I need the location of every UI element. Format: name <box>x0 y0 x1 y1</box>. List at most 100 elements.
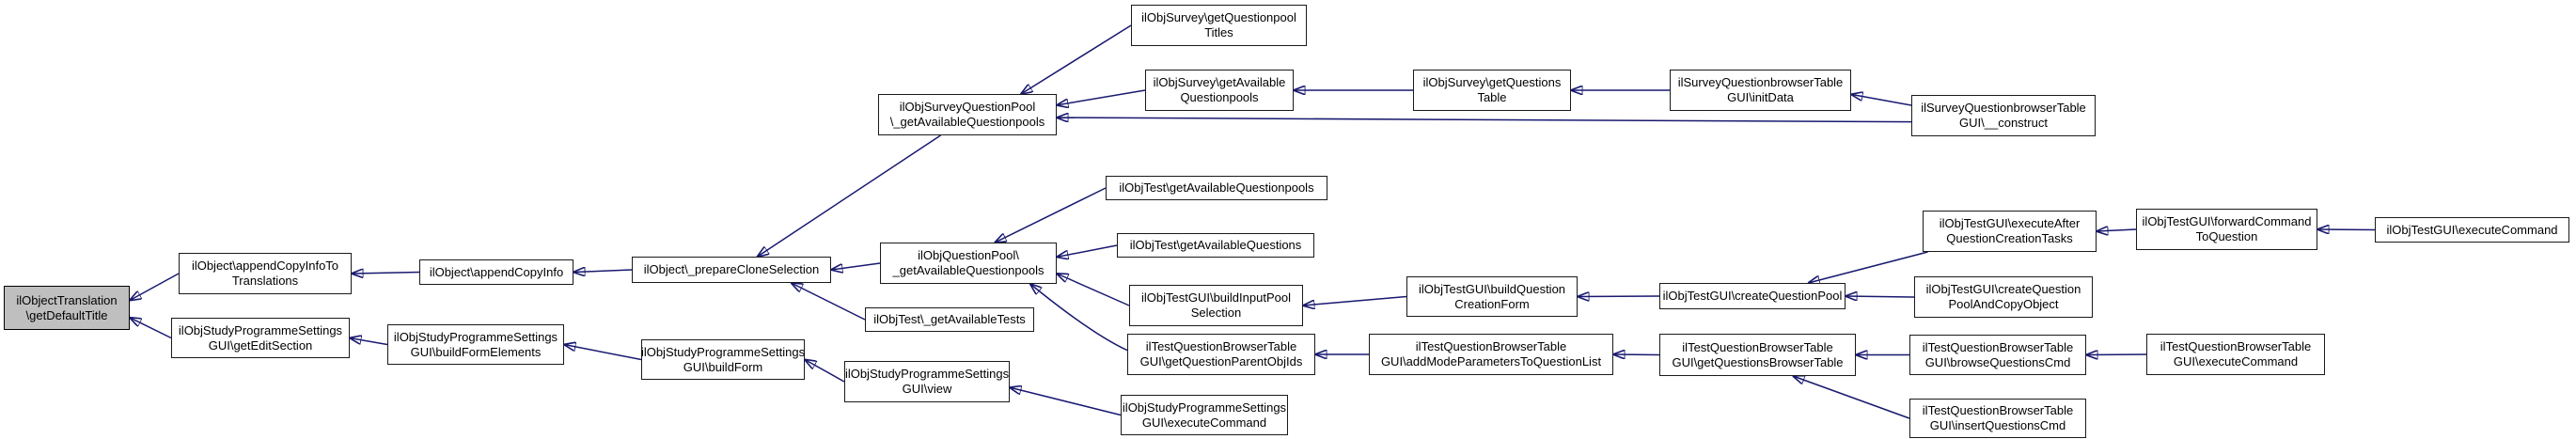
graph-node-label: ilObjTest\getAvailableQuestions <box>1129 238 1302 253</box>
graph-node-label: ilObjectTranslation <box>16 292 118 307</box>
graph-node-label: GUI\view <box>902 382 952 396</box>
graph-node-label: ilObjStudyProgrammeSettings <box>1122 400 1287 415</box>
graph-node-label: ilObjTestGUI\executeAfter <box>1939 216 2081 231</box>
graph-node-label: ilTestQuestionBrowserTable <box>1682 339 1833 354</box>
graph-node-label: QuestionCreationTasks <box>1946 231 2073 245</box>
graph-node-label: ilObjTestGUI\buildQuestion <box>1418 281 1566 296</box>
graph-node-test-get-available-questions[interactable]: ilObjTest\getAvailableQuestions <box>1117 233 1314 258</box>
graph-node-label: GUI\getQuestionParentObjIds <box>1139 354 1303 368</box>
graph-edge-test-get-available-questions-to-qpl-get-available-questionpools <box>1057 244 1118 257</box>
graph-node-get-default-title[interactable]: ilObjectTranslation\getDefaultTitle <box>4 286 130 330</box>
graph-edge-create-question-pool-and-copy-object-to-create-question-pool <box>1846 296 1915 297</box>
graph-edge-build-question-creation-form-to-build-input-pool-selection <box>1303 295 1407 306</box>
graph-edge-survey-get-questionpool-titles-to-survey-pool-get-available-questionpools <box>1021 24 1132 94</box>
graph-node-label: ilObject\appendCopyInfoTo <box>191 259 339 274</box>
graph-node-label: Translations <box>231 274 299 288</box>
graph-node-label: GUI\executeCommand <box>1141 415 1267 430</box>
graph-node-label: \getDefaultTitle <box>25 307 108 322</box>
graph-node-label: _getAvailableQuestionpools <box>892 263 1045 277</box>
graph-node-test-get-available-questionpools[interactable]: ilObjTest\getAvailableQuestionpools <box>1106 176 1327 200</box>
graph-edge-survey-browser-construct-to-survey-pool-get-available-questionpools <box>1057 118 1912 123</box>
graph-node-label: ToQuestion <box>2195 229 2258 243</box>
graph-edge-append-copy-info-to-append-copy-info-to-translations <box>352 273 420 274</box>
graph-edge-test-get-available-questionpools-to-qpl-get-available-questionpools <box>995 187 1107 243</box>
graph-node-label: ilObjStudyProgrammeSettings <box>844 367 1010 382</box>
graph-node-label: ilTestQuestionBrowserTable <box>2160 339 2312 354</box>
graph-node-label: ilSurveyQuestionbrowserTable <box>1921 101 2086 116</box>
graph-node-label: Titles <box>1204 25 1233 39</box>
graph-node-label: ilObjSurvey\getQuestions <box>1422 75 1562 90</box>
graph-node-label: ilObjTestGUI\executeCommand <box>2386 222 2558 237</box>
graph-node-append-copy-info[interactable]: ilObject\appendCopyInfo <box>419 259 573 285</box>
graph-edge-build-form-elements-to-get-edit-section <box>350 338 388 346</box>
graph-node-label: ilObjTestGUI\forwardCommand <box>2142 214 2312 229</box>
graph-edge-get-edit-section-to-get-default-title <box>130 318 172 339</box>
graph-node-survey-pool-get-available-questionpools[interactable]: ilObjSurveyQuestionPool\_getAvailableQue… <box>878 94 1057 135</box>
graph-edge-survey-get-available-questionpools-to-survey-pool-get-available-questionpools <box>1057 89 1146 105</box>
graph-node-label: ilObjTestGUI\createQuestionPool <box>1662 289 1843 304</box>
graph-edge-build-input-pool-selection-to-qpl-get-available-questionpools <box>1057 274 1130 306</box>
graph-node-label: Questionpools <box>1180 90 1259 104</box>
graph-node-test-get-available-tests[interactable]: ilObjTest\_getAvailableTests <box>865 307 1034 332</box>
graph-node-label: ilObjStudyProgrammeSettings <box>640 344 806 359</box>
graph-edge-tqbt-execute-command-to-browse-questions-cmd <box>2086 354 2147 355</box>
graph-node-prepare-clone-selection[interactable]: ilObject\_prepareCloneSelection <box>632 257 831 283</box>
graph-node-label: PoolAndCopyObject <box>1948 297 2059 311</box>
graph-node-qpl-get-available-questionpools[interactable]: ilObjQuestionPool\_getAvailableQuestionp… <box>880 243 1057 284</box>
graph-edge-get-questions-browser-table-to-add-mode-parameters-to-question-list <box>1613 354 1660 355</box>
graph-node-label: GUI\initData <box>1727 90 1794 104</box>
graph-node-label: ilObjTestGUI\createQuestion <box>1925 282 2081 297</box>
graph-node-label: ilTestQuestionBrowserTable <box>1145 339 1297 354</box>
graph-node-label: GUI\executeCommand <box>2173 354 2299 368</box>
graph-node-label: ilObjTest\_getAvailableTests <box>873 312 1026 327</box>
graph-edge-qpl-get-available-questionpools-to-prepare-clone-selection <box>831 262 881 270</box>
graph-edge-survey-pool-get-available-questionpools-to-prepare-clone-selection <box>758 134 941 257</box>
graph-edge-test-gui-execute-command-to-forward-command-to-question <box>2317 229 2376 230</box>
graph-node-label: Selection <box>1190 306 1242 320</box>
graph-node-test-gui-execute-command[interactable]: ilObjTestGUI\executeCommand <box>2375 217 2569 243</box>
graph-edge-create-question-pool-to-build-question-creation-form <box>1578 296 1660 297</box>
graph-edge-survey-browser-construct-to-survey-browser-init-data <box>1851 94 1912 106</box>
graph-node-label: GUI\browseQuestionsCmd <box>1924 354 2071 369</box>
graph-node-label: GUI\insertQuestionsCmd <box>1929 418 2066 432</box>
graph-node-label: GUI\buildForm <box>683 359 763 374</box>
graph-edge-sps-view-to-build-form <box>805 360 845 383</box>
graph-node-create-question-pool[interactable]: ilObjTestGUI\createQuestionPool <box>1659 283 1846 309</box>
graph-edge-test-get-available-tests-to-prepare-clone-selection <box>792 283 866 321</box>
graph-node-label: ilObjTest\getAvailableQuestionpools <box>1119 180 1314 196</box>
graph-node-label: GUI\__construct <box>1959 116 2048 130</box>
graph-node-label: GUI\addModeParametersToQuestionList <box>1380 354 1602 368</box>
graph-edge-forward-command-to-question-to-execute-after-question-creation-tasks <box>2097 229 2137 231</box>
graph-node-label: Table <box>1477 90 1507 104</box>
graph-node-label: ilObjSurveyQuestionPool <box>899 100 1036 115</box>
graph-edge-build-form-to-build-form-elements <box>564 345 642 361</box>
graph-edge-append-copy-info-to-translations-to-get-default-title <box>130 273 180 301</box>
graph-edge-get-question-parent-obj-ids-to-qpl-get-available-questionpools <box>1030 284 1128 352</box>
graph-node-label: ilTestQuestionBrowserTable <box>1922 403 2074 418</box>
graph-node-label: ilSurveyQuestionbrowserTable <box>1677 75 1844 90</box>
graph-node-label: ilObjTestGUI\buildInputPool <box>1141 290 1291 306</box>
